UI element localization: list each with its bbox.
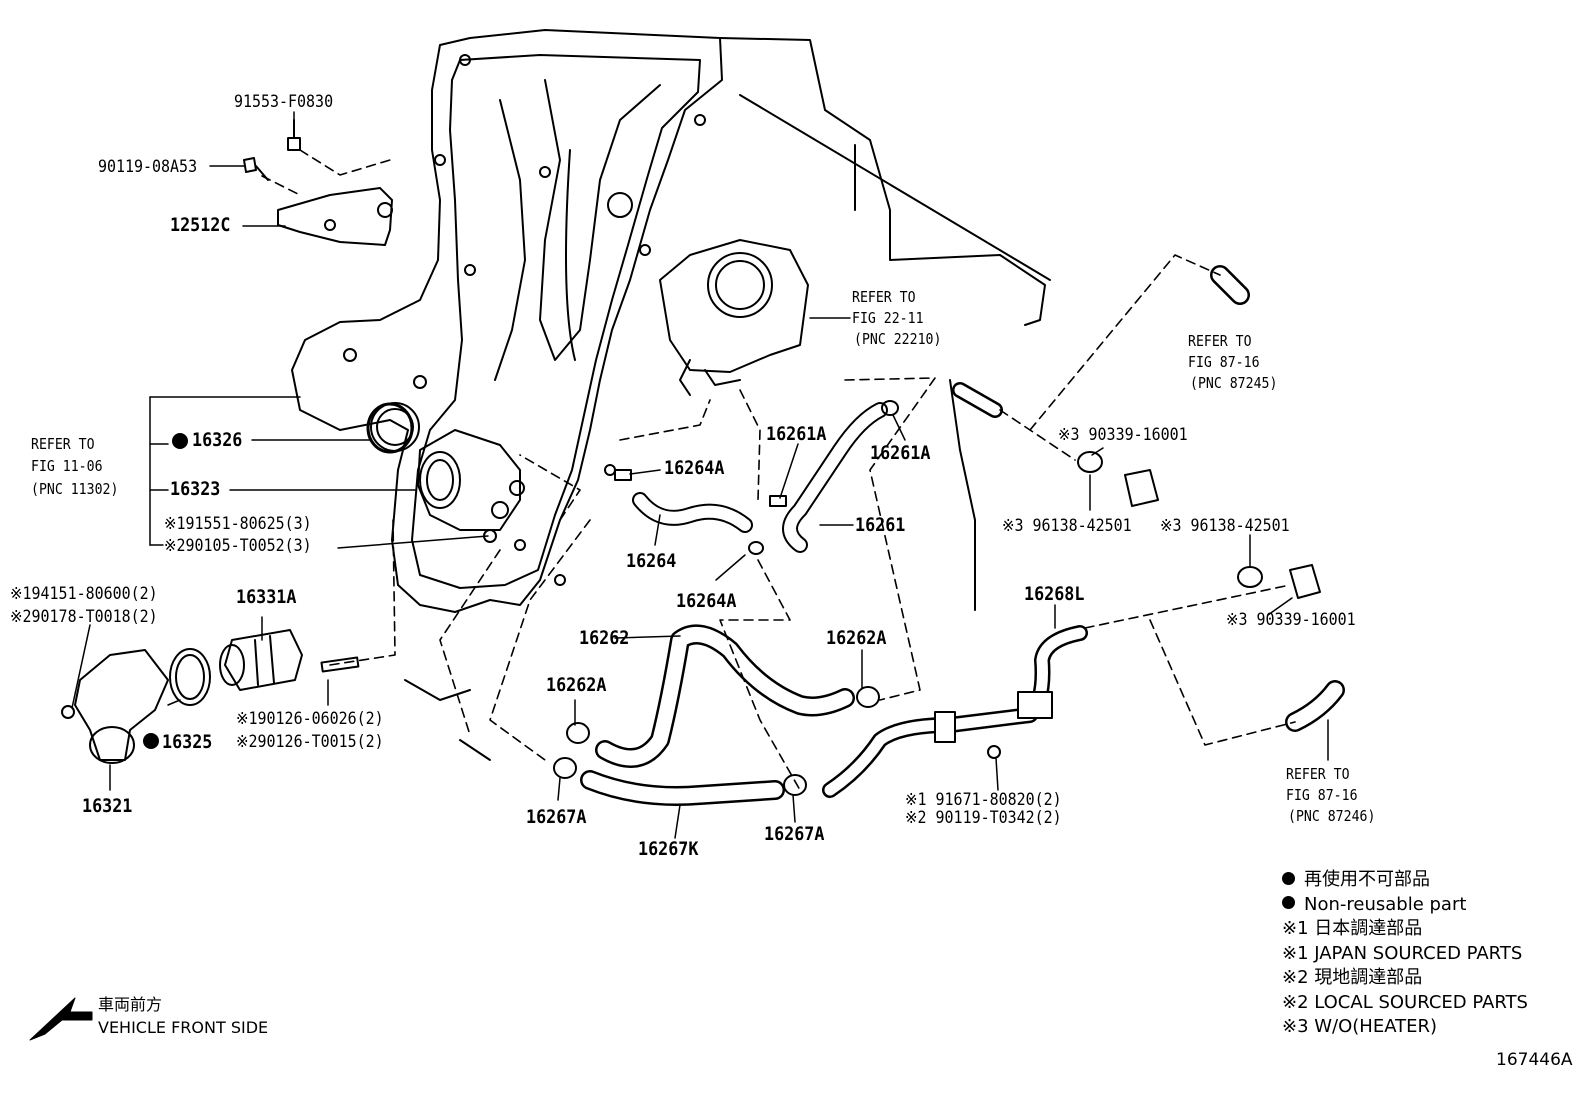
callout-91671-80820: ※1 91671-80820(2) (905, 790, 1062, 810)
refer-fig-87-16-top-line1: REFER TO (1188, 332, 1252, 350)
callout-90339-16001-lower: ※3 90339-16001 (1226, 610, 1356, 630)
legend-nonreusable-ja: 再使用不可部品 (1304, 869, 1430, 890)
callout-16321: 16321 (82, 795, 133, 817)
callout-16262: 16262 (579, 627, 630, 649)
refer-fig-87-16-bottom-line2: FIG 87-16 (1286, 786, 1358, 804)
legend-japan-sourced-ja: ※1 日本調達部品 (1282, 918, 1423, 939)
refer-fig-11-06-line3: (PNC 11302) (31, 480, 119, 498)
refer-fig-22-11-line3: (PNC 22210) (854, 330, 942, 348)
vehicle-front-indicator: 車両前方 VEHICLE FRONT SIDE (98, 993, 268, 1039)
bullet-dot-icon (1282, 896, 1295, 909)
vehicle-front-ja: 車両前方 (98, 995, 163, 1014)
callout-194151-80600: ※194151-80600(2) (10, 584, 158, 604)
callout-96138-42501-left: ※3 96138-42501 (1002, 516, 1132, 536)
gasket-16326 (366, 402, 414, 454)
legend-local-sourced-en: ※2 LOCAL SOURCED PARTS (1282, 991, 1528, 1013)
thermostat-16331a (219, 629, 303, 691)
refer-fig-87-16-top-line3: (PNC 87245) (1190, 374, 1278, 392)
callout-12512c: 12512C (170, 214, 231, 236)
callout-16262a-right: 16262A (826, 627, 887, 649)
callout-16267a-right: 16267A (764, 823, 825, 845)
engine-hanger-bracket (277, 187, 393, 246)
throttle-body (659, 239, 809, 396)
callout-16267k: 16267K (638, 838, 699, 860)
callout-16323: 16323 (170, 478, 221, 500)
hose-clamps (483, 400, 1263, 796)
bullet-dot-icon (1282, 871, 1295, 885)
cylinder-block-outline (404, 37, 1051, 761)
callout-90119-t0342: ※2 90119-T0342(2) (905, 808, 1062, 828)
refer-fig-87-16-bottom-line1: REFER TO (1286, 765, 1350, 783)
callout-16331a: 16331A (236, 586, 297, 608)
legend-row: Non-reusable part (1282, 893, 1528, 918)
callout-16262a-left: 16262A (546, 674, 607, 696)
callout-16326: 16326 (192, 429, 243, 451)
callout-190126-06026: ※190126-06026(2) (236, 709, 384, 729)
nonreusable-dot-icon (172, 433, 188, 449)
callout-16325: 16325 (162, 731, 213, 753)
refer-fig-22-11-line2: FIG 22-11 (852, 309, 924, 327)
front-direction-arrow-icon (29, 997, 93, 1041)
refer-fig-11-06-line2: FIG 11-06 (31, 457, 103, 475)
vehicle-front-en: VEHICLE FRONT SIDE (98, 1018, 269, 1037)
nonreusable-dot-icon (143, 733, 159, 749)
callout-16264a-lower: 16264A (676, 590, 737, 612)
callout-16261: 16261 (855, 514, 906, 536)
legend-row: 再使用不可部品 (1282, 868, 1528, 893)
gasket-16325 (169, 648, 211, 706)
stud-bolt (320, 656, 360, 673)
bolt-91553 (287, 119, 301, 151)
callout-90119-08a53: 90119-08A53 (98, 157, 198, 177)
callout-96138-42501-right: ※3 96138-42501 (1160, 516, 1290, 536)
refer-fig-87-16-top-line2: FIG 87-16 (1188, 353, 1260, 371)
legend-local-sourced-ja: ※2 現地調達部品 (1282, 967, 1423, 988)
legend-japan-sourced-en: ※1 JAPAN SOURCED PARTS (1282, 942, 1523, 964)
refer-fig-11-06-line1: REFER TO (31, 435, 95, 453)
callout-290105-t0052: ※290105-T0052(3) (164, 536, 312, 556)
callout-16261a-left: 16261A (766, 423, 827, 445)
callout-290126-t0015: ※290126-T0015(2) (236, 732, 384, 752)
callout-16268l: 16268L (1024, 583, 1085, 605)
callout-90339-16001-upper: ※3 90339-16001 (1058, 425, 1188, 445)
callout-91553-f0830: 91553-F0830 (234, 92, 334, 112)
figure-number: 167446A (1496, 1050, 1573, 1070)
assembly-dashed-lines (261, 149, 1296, 791)
callout-16264: 16264 (626, 550, 677, 572)
legend-without-heater: ※3 W/O(HEATER) (1282, 1016, 1438, 1037)
legend: 再使用不可部品 Non-reusable part ※1 日本調達部品 ※1 J… (1282, 868, 1528, 1040)
leader-lines (71, 111, 1329, 839)
hose-joint-90339 (1124, 469, 1321, 599)
refer-fig-22-11-line1: REFER TO (852, 288, 916, 306)
callout-16261a-right: 16261A (870, 442, 931, 464)
callout-16267a-left: 16267A (526, 806, 587, 828)
timing-chain-cover (291, 29, 723, 613)
callout-191551-80625: ※191551-80625(3) (164, 514, 312, 534)
water-inlet-housing (417, 429, 525, 531)
refer-fig-87-16-bottom-line3: (PNC 87246) (1288, 807, 1376, 825)
callout-290178-t0018: ※290178-T0018(2) (10, 607, 158, 627)
legend-nonreusable-en: Non-reusable part (1304, 893, 1467, 915)
callout-16264a-upper: 16264A (664, 457, 725, 479)
thermostat-housing (61, 649, 169, 764)
pipe-bracket (1017, 691, 1053, 719)
